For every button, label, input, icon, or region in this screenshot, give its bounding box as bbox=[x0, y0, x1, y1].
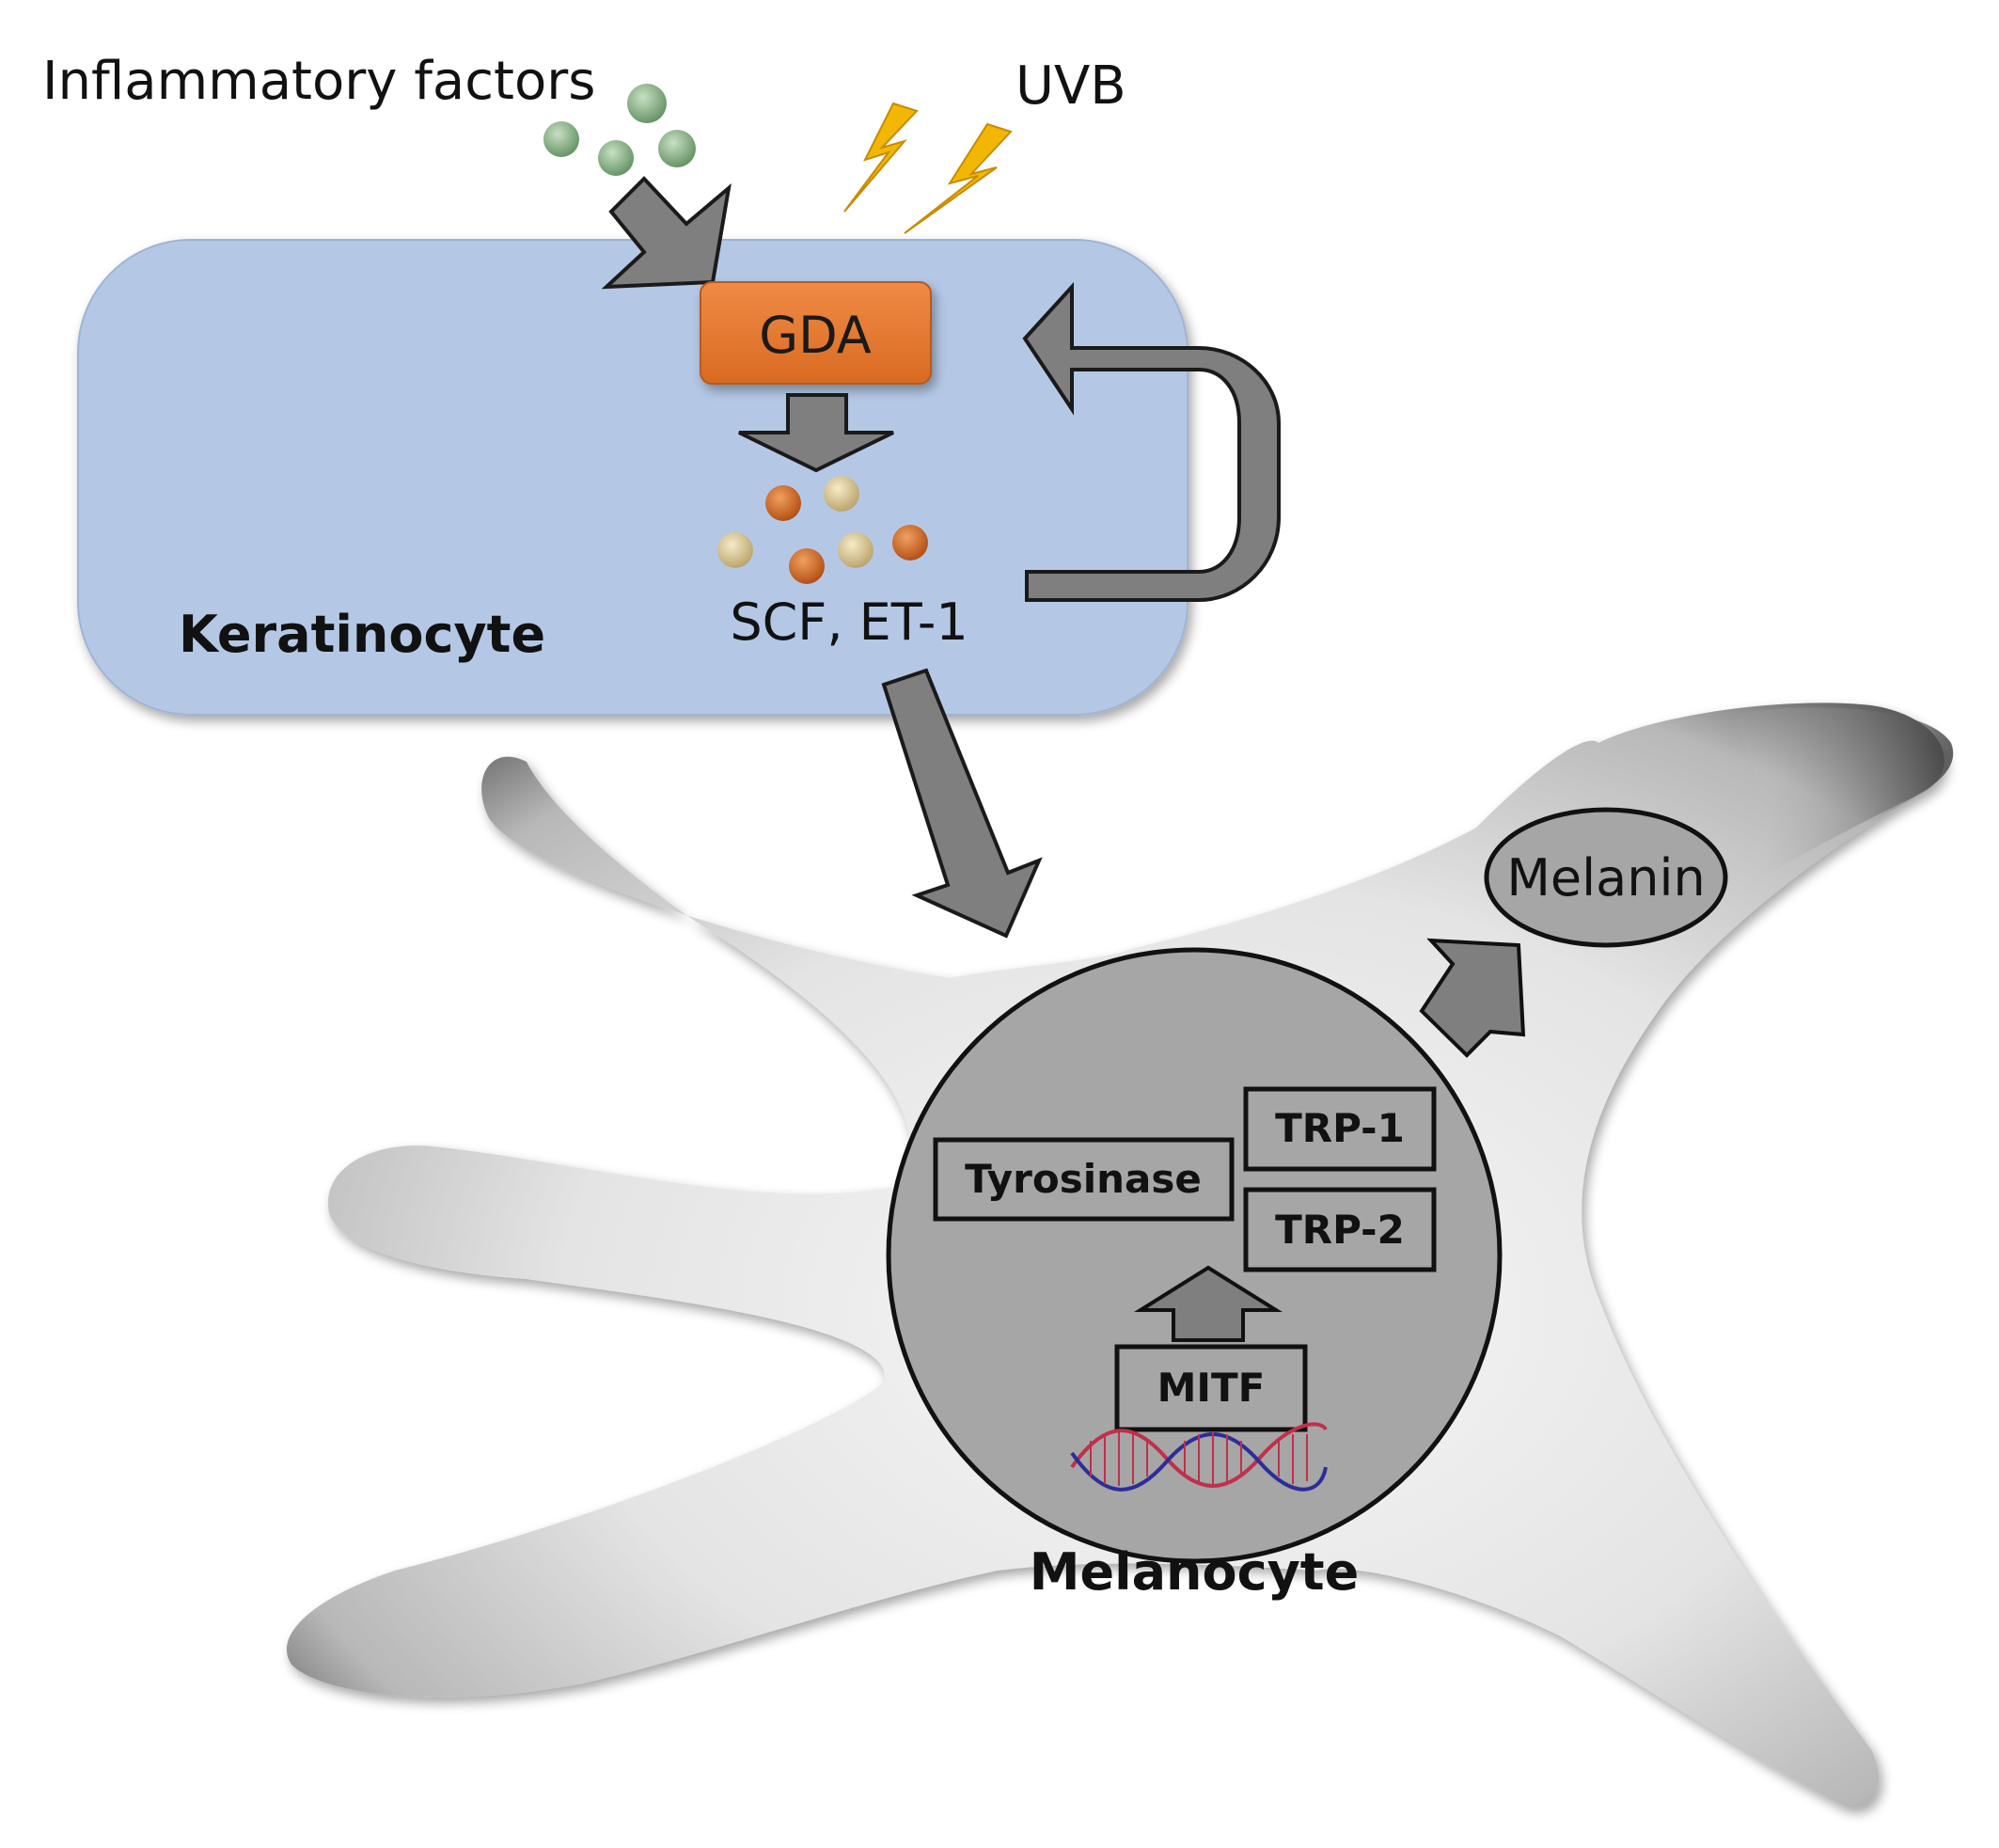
melanin-ellipse: Melanin bbox=[1484, 807, 1728, 948]
tyrosinase-box bbox=[933, 1137, 1235, 1222]
trp2-label: TRP-2 bbox=[1275, 1207, 1405, 1253]
inflammatory-factors-label: Inflammatory factors bbox=[42, 51, 595, 112]
trp1-box bbox=[1243, 1086, 1437, 1172]
trp2-box bbox=[1243, 1187, 1437, 1272]
scf-et1-particles bbox=[717, 476, 928, 584]
melanocyte-nucleus: Tyrosinase TRP-1 TRP-2 MITF bbox=[886, 947, 1503, 1564]
arrow-mitf-up bbox=[1134, 1265, 1283, 1342]
arrow-gda-down bbox=[738, 393, 894, 473]
uvb-lightning-icons bbox=[843, 102, 1013, 234]
orange-particle bbox=[789, 548, 825, 584]
lightning-icon bbox=[843, 102, 919, 213]
melanocyte-tip-shade bbox=[1730, 707, 1954, 875]
tan-particle bbox=[717, 532, 753, 568]
orange-particle bbox=[765, 485, 801, 521]
melanin-label: Melanin bbox=[1506, 848, 1705, 908]
gda-label: GDA bbox=[759, 306, 871, 365]
arrow-keratinocyte-to-melanocyte bbox=[881, 668, 1043, 939]
feedback-arrow bbox=[1022, 281, 1281, 602]
inflammatory-particle bbox=[658, 130, 696, 167]
mitf-box bbox=[1114, 1344, 1308, 1432]
inflammatory-particle bbox=[627, 84, 667, 123]
arrow-inflammatory-to-gda bbox=[601, 176, 732, 290]
lightning-icon bbox=[904, 122, 1013, 234]
inflammatory-factor-particles bbox=[543, 84, 696, 176]
dna-helix-icon bbox=[1070, 1422, 1328, 1492]
tan-particle bbox=[838, 532, 874, 568]
inflammatory-particle bbox=[598, 140, 634, 176]
inflammatory-particle bbox=[543, 121, 579, 157]
scf-et1-label: SCF, ET-1 bbox=[730, 592, 968, 652]
gda-box: GDA bbox=[700, 281, 932, 385]
keratinocyte-label: Keratinocyte bbox=[179, 605, 545, 664]
tan-particle bbox=[824, 476, 859, 512]
orange-particle bbox=[892, 525, 928, 561]
keratinocyte-cell: Keratinocyte bbox=[77, 239, 1188, 716]
arrow-nucleus-to-melanin bbox=[1419, 938, 1526, 1058]
tyrosinase-label: Tyrosinase bbox=[965, 1156, 1202, 1202]
mitf-label: MITF bbox=[1157, 1365, 1266, 1411]
melanocyte-label: Melanocyte bbox=[1030, 1542, 1360, 1602]
uvb-label: UVB bbox=[1015, 55, 1126, 117]
trp1-label: TRP-1 bbox=[1275, 1105, 1405, 1151]
